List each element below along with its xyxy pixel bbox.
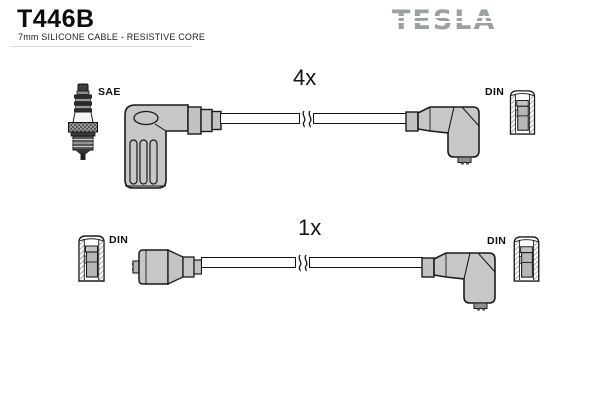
part-number: T446B [17, 5, 95, 33]
row2-right-connector-label: DIN [487, 235, 507, 247]
cable-segment [309, 257, 423, 268]
brand-logo-text: TESLA [392, 5, 496, 36]
din-terminal-icon [509, 90, 536, 135]
product-subtitle: 7mm SILICONE CABLE - RESISTIVE CORE [18, 32, 206, 42]
din-terminal-icon [513, 236, 540, 282]
cable-segment [313, 113, 407, 124]
row1-right-connector-label: DIN [485, 86, 505, 98]
header-divider [10, 46, 192, 47]
angled-boot-icon [124, 104, 222, 189]
cable-break-icon [298, 254, 308, 272]
angled-boot-icon [405, 106, 480, 165]
brand-logo: TESLA [392, 6, 502, 36]
row1-left-connector-label: SAE [98, 86, 121, 98]
row1-quantity-label: 4x [293, 65, 317, 90]
row2-left-connector-label: DIN [109, 234, 129, 246]
spark-plug-icon [68, 83, 98, 160]
straight-boot-icon [132, 249, 202, 285]
logo-stripe [392, 21, 492, 23]
cable-segment [220, 113, 300, 124]
din-terminal-icon [78, 235, 105, 282]
logo-stripe [392, 16, 492, 18]
cable-break-icon [302, 110, 312, 128]
row2-quantity-label: 1x [298, 215, 322, 240]
angled-boot-icon [421, 252, 496, 311]
cable-segment [201, 257, 296, 268]
